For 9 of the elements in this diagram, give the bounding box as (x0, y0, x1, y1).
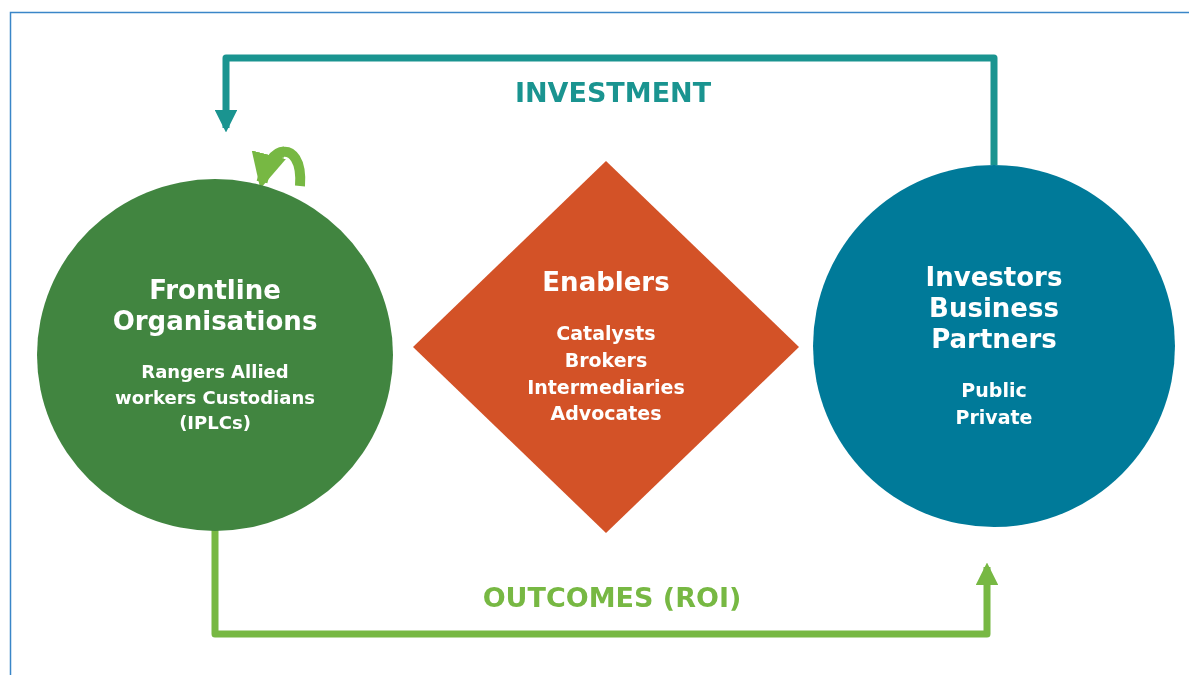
loop-arrow (252, 146, 306, 189)
node-text: Public Private (954, 378, 1034, 430)
node-text: Rangers Allied workers Custodians (IPLCs) (115, 360, 315, 435)
node-text: Catalysts Brokers Intermediaries Advocates (526, 321, 686, 427)
node-title: Enablers (541, 267, 671, 299)
node-title: Frontline Organisations (111, 275, 319, 338)
connector-arrow (211, 530, 999, 638)
node-title: Investors Business Partners (924, 261, 1064, 356)
connector-arrow (214, 54, 998, 165)
